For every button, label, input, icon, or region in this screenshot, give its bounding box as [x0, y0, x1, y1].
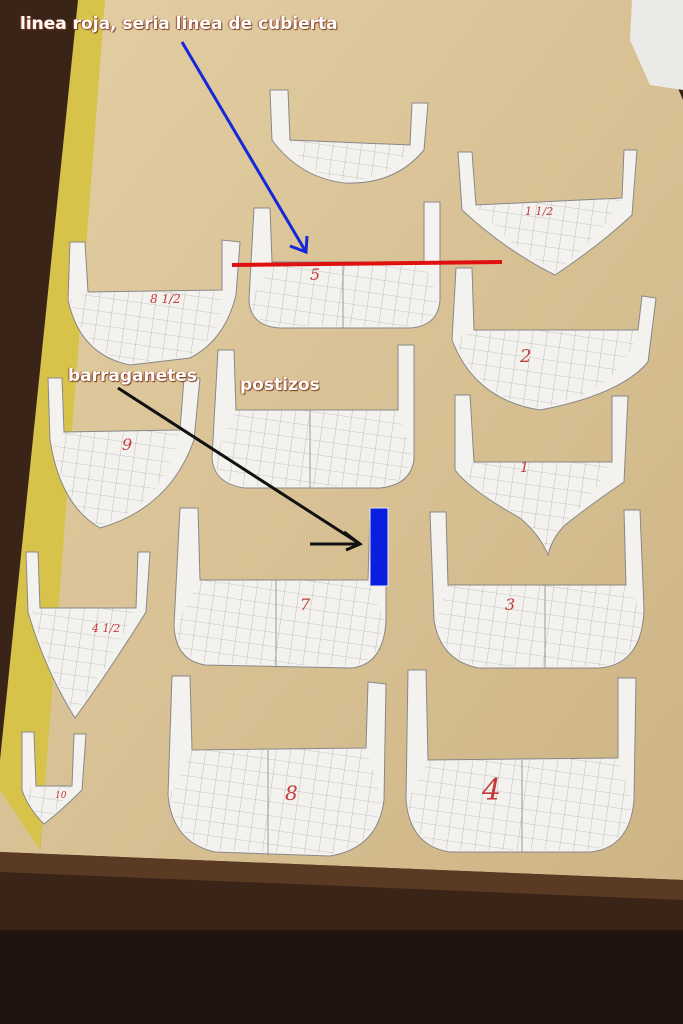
deck-line-annotation: linea roja, seria linea de cubierta: [20, 14, 338, 34]
frame-10: [21, 731, 87, 825]
frame-top-right: [457, 149, 638, 276]
frame-mark-10: 10: [55, 791, 67, 801]
corner-paper: [630, 0, 683, 90]
frame-1: [454, 394, 629, 557]
blue-marker: [369, 507, 389, 587]
blue-arrow: [180, 41, 309, 255]
frame-mark-8-1-2: 8 1/2: [150, 292, 181, 306]
frame-4-half: [25, 551, 151, 719]
frame-7: [173, 507, 387, 669]
black-arrow: [117, 386, 363, 552]
frame-top-center: [269, 89, 429, 184]
postizos-annotation: postizos: [240, 375, 320, 395]
frame-mark-1: 1: [520, 460, 529, 476]
frame-mark-5: 5: [310, 265, 320, 284]
frame-9: [47, 377, 201, 529]
frame-postizos: [211, 344, 415, 489]
deck-line: [231, 260, 503, 267]
frame-mark-4-1-2: 4 1/2: [91, 622, 120, 635]
frame-mark-2: 2: [519, 346, 531, 367]
frame-mark-9: 9: [122, 435, 132, 454]
frame-3: [429, 509, 645, 669]
table-front-edge: [0, 852, 683, 900]
barraganetes-annotation: barraganetes: [68, 366, 197, 386]
dark-bottom: [0, 930, 683, 1024]
frame-mark-8: 8: [285, 781, 298, 805]
frame-8: [167, 675, 387, 857]
frame-mark-7: 7: [300, 595, 311, 614]
frame-mark-4: 4: [481, 773, 501, 808]
frame-4: [405, 669, 637, 853]
frame-8-half: [67, 239, 241, 366]
frame-mark-3: 3: [505, 595, 515, 614]
frame-2: [451, 267, 657, 411]
frame-mark-1-1-2: 1 1/2: [525, 205, 553, 218]
